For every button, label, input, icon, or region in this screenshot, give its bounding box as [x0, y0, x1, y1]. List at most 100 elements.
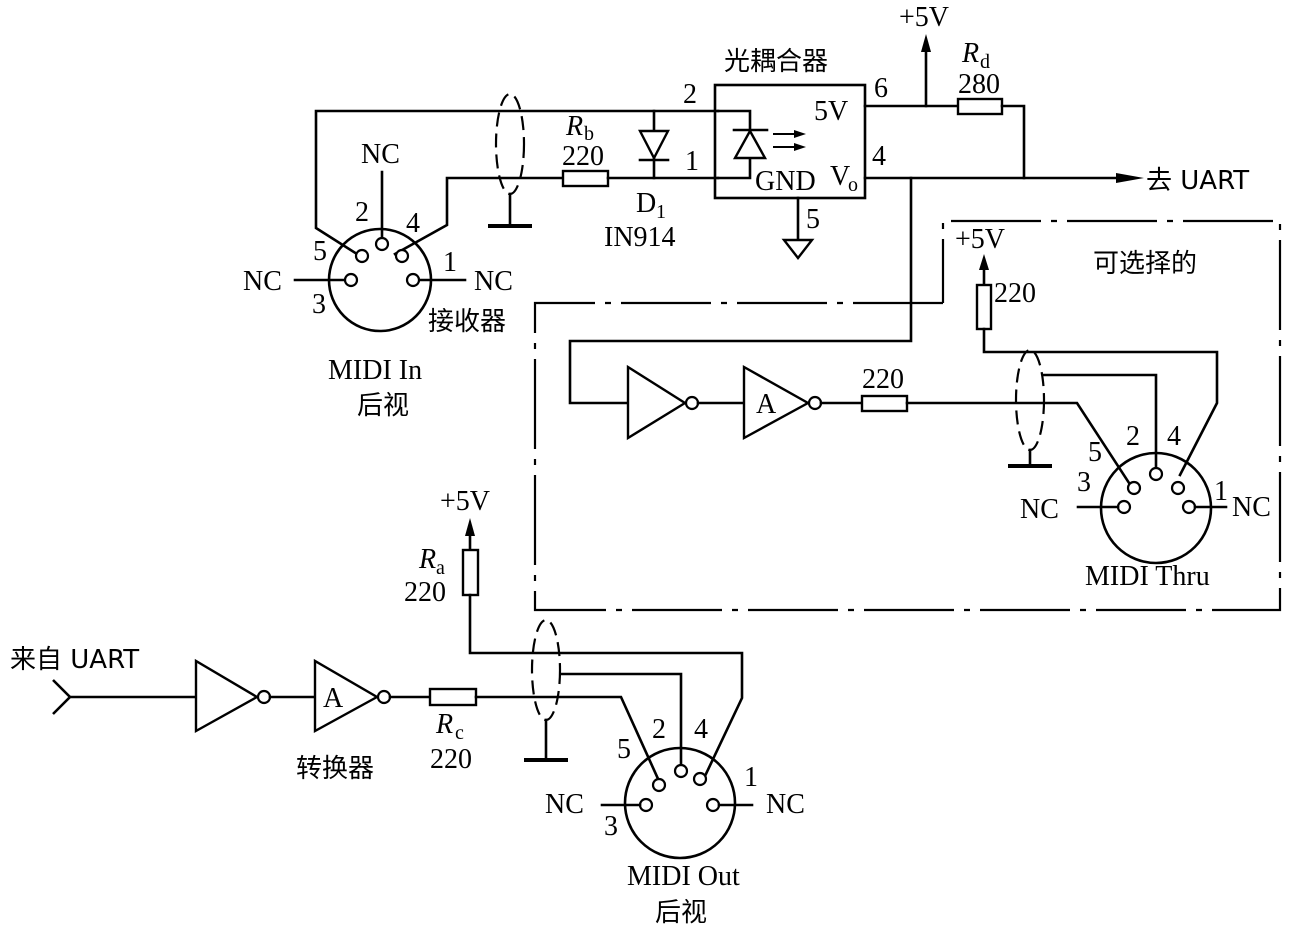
midi-out-pin2-label: 2: [652, 714, 666, 745]
midi-in-pin5-label: 5: [313, 236, 327, 267]
d1-sub: 1: [656, 201, 666, 223]
opto-vo-label: V: [830, 161, 850, 192]
midi-out-nc-left: NC: [545, 789, 584, 820]
resistor-rd: [956, 97, 1004, 116]
thru-supply-arrow-icon: [979, 254, 989, 270]
opto-pin5-num: 5: [806, 204, 820, 235]
midi-out-section: 来自 UART A 转换器 R c 220 +5V R a 220: [10, 486, 805, 928]
midi-in-connector-body: [327, 227, 433, 333]
midi-in-nc-right: NC: [474, 266, 513, 297]
resistor-rc: [428, 687, 478, 707]
midi-in-pin1-label: 1: [443, 247, 457, 278]
rc-value: 220: [430, 744, 472, 775]
midi-out-pin1: [705, 797, 721, 813]
thru-cable-shield: [1014, 348, 1046, 452]
midi-out-pin5-label: 5: [617, 734, 631, 765]
midi-out-connector-body: [623, 746, 737, 860]
midi-thru-pin2: [1148, 466, 1164, 482]
optional-boundary: [533, 219, 1282, 612]
midi-thru-pin4: [1170, 480, 1186, 496]
wire-in-pin5: [314, 109, 720, 256]
opto-ground-icon: [781, 238, 815, 260]
midi-in-section: NC 2 4 5 1 3 NC NC 接收器 MIDI In 后视: [243, 92, 720, 421]
midi-out-pin3-label: 3: [604, 811, 618, 842]
midi-out-pin2: [673, 763, 689, 779]
optocoupler-body: [713, 83, 867, 200]
out-buffer-a-icon: [313, 658, 380, 734]
midi-in-pin2: [374, 236, 390, 252]
rb-value: 220: [562, 141, 604, 172]
midi-in-pin4-label: 4: [406, 208, 420, 239]
thru-buffer-a-icon: [742, 364, 811, 441]
light-emission-icon: [773, 130, 806, 151]
opto-gnd-label: GND: [755, 166, 816, 197]
midi-thru-pin5-label: 5: [1088, 437, 1102, 468]
opto-pin2-num: 2: [683, 79, 697, 110]
midi-thru-pin1: [1181, 499, 1197, 515]
midi-thru-name: MIDI Thru: [1085, 561, 1210, 592]
opto-pin4-num: 4: [872, 141, 886, 172]
midi-thru-pin3: [1116, 499, 1132, 515]
thru-buffer-a-label: A: [756, 389, 777, 420]
midi-thru-pin3-label: 3: [1077, 467, 1091, 498]
midi-thru-pin1-label: 1: [1214, 476, 1228, 507]
rc-name: R: [435, 709, 453, 740]
midi-thru-nc-left: NC: [1020, 494, 1059, 525]
opto-pin1-num: 1: [685, 146, 699, 177]
from-uart-label: 来自 UART: [10, 645, 139, 675]
opto-5v-label: 5V: [814, 96, 848, 127]
midi-in-pin3-label: 3: [312, 289, 326, 320]
resistor-ra: [461, 548, 480, 597]
out-buffer-a-label: A: [323, 683, 344, 714]
diode-d1: D 1 IN914: [604, 109, 676, 253]
midi-in-view: 后视: [357, 391, 409, 421]
rb-name: R: [565, 111, 583, 142]
ra-value: 220: [404, 577, 446, 608]
midi-thru-pin4-label: 4: [1167, 421, 1181, 452]
midi-in-pin2-label: 2: [355, 197, 369, 228]
d1-name: D: [636, 188, 656, 219]
diode-d1-icon: [638, 129, 670, 161]
to-uart-arrow-icon: [1116, 173, 1144, 183]
midi-out-nc-right: NC: [766, 789, 805, 820]
rb-sub: b: [584, 123, 594, 145]
receiver-label: 接收器: [428, 307, 506, 337]
resistor-rb: R b 220: [561, 111, 720, 188]
ra-name: R: [418, 544, 436, 575]
out-cable-shield: [530, 618, 562, 722]
thru-inverter-1-icon: [626, 364, 688, 441]
midi-out-pin3: [638, 797, 654, 813]
optional-thru-section: 可选择的 A 220 +5V 220 5 2 4 3: [533, 219, 1282, 612]
midi-in-nc-top: NC: [361, 139, 400, 170]
midi-out-name: MIDI Out: [627, 861, 740, 892]
opto-vo-sub: o: [848, 174, 858, 196]
resistor-thru-series: [860, 394, 909, 413]
optocoupler: 光耦合器 2 1 6 4 5 5V GND V o: [683, 47, 888, 260]
midi-in-pin3: [343, 272, 359, 288]
output-stage: +5V R d 280 去 UART: [568, 2, 1249, 405]
midi-thru-pin2-label: 2: [1126, 421, 1140, 452]
midi-in-nc-left: NC: [243, 266, 282, 297]
midi-out-pin5: [651, 777, 667, 793]
from-uart-input-icon: [52, 679, 72, 715]
ra-supply-arrow-icon: [465, 518, 475, 536]
rd-value: 280: [958, 69, 1000, 100]
midi-out-pin1-label: 1: [744, 762, 758, 793]
wire-in-pin4: [393, 176, 565, 256]
rd-name: R: [961, 38, 979, 69]
midi-thru-nc-right: NC: [1232, 492, 1271, 523]
optocoupler-title: 光耦合器: [724, 47, 828, 77]
thru-supply-label: +5V: [955, 224, 1005, 255]
ra-supply-label: +5V: [440, 486, 490, 517]
to-uart-label: 去 UART: [1146, 166, 1249, 196]
thru-series-value: 220: [862, 364, 904, 395]
opto-supply-label: +5V: [899, 2, 949, 33]
midi-in-name: MIDI In: [328, 355, 422, 386]
midi-out-pin4-label: 4: [694, 714, 708, 745]
midi-in-pin1: [405, 272, 421, 288]
midi-thru-pin5: [1126, 480, 1142, 496]
midi-in-pin5: [354, 248, 370, 264]
d1-part: IN914: [604, 222, 676, 253]
converter-label: 转换器: [296, 754, 374, 784]
